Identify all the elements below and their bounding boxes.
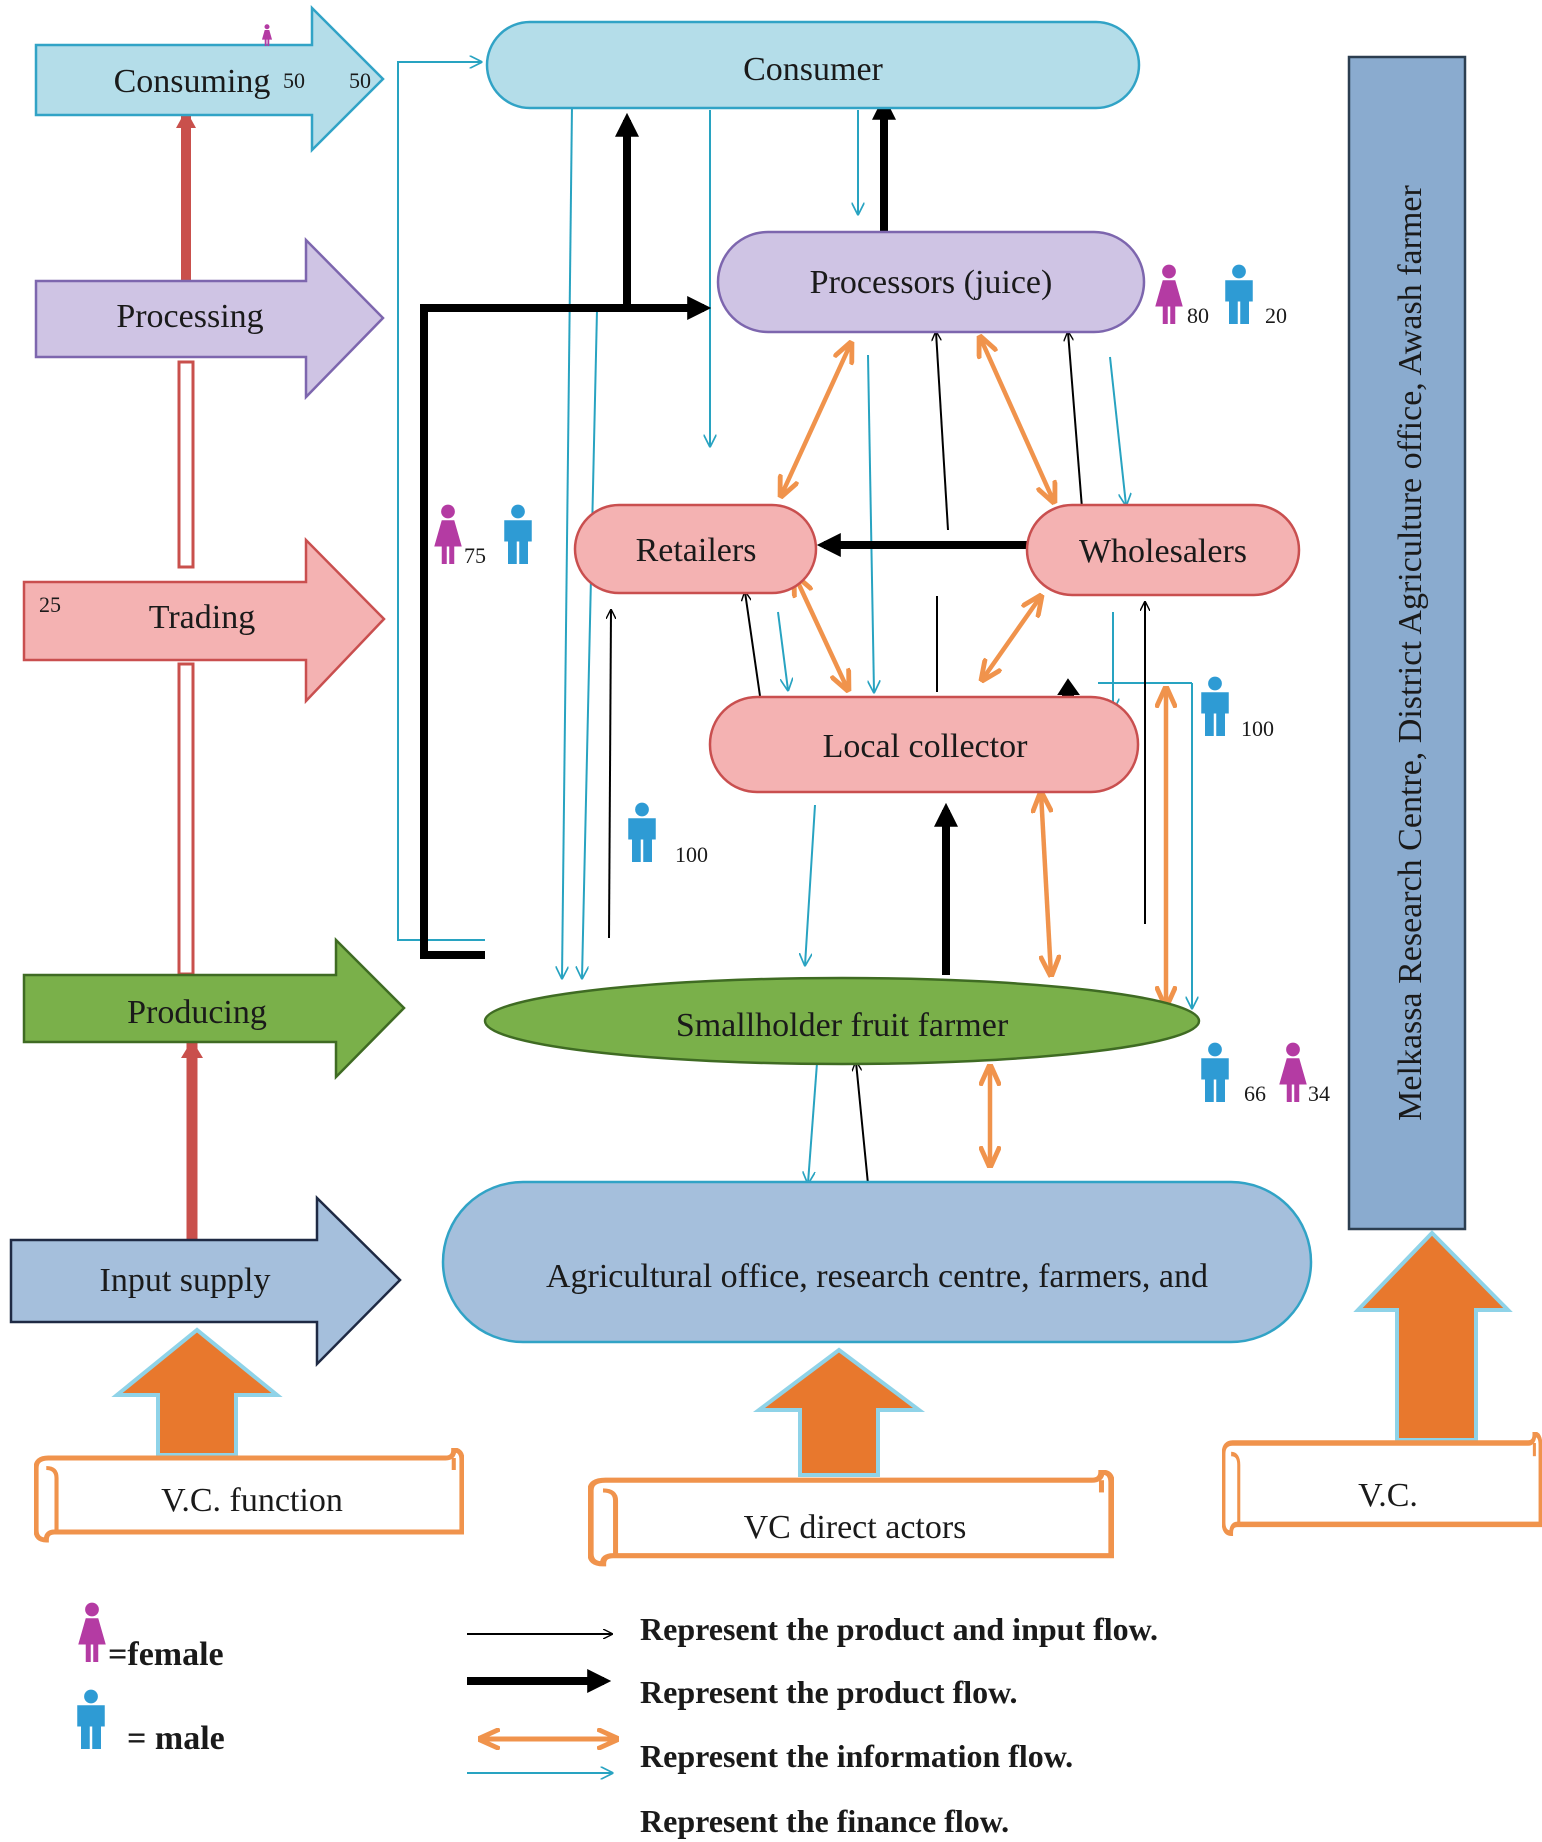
vc-function-label: V.C. function [161, 1482, 343, 1519]
consuming-female-share: 50 [283, 68, 305, 93]
wholesalers-male-share: 100 [1241, 716, 1274, 741]
legend-product-label: Represent the product flow. [640, 1674, 1017, 1710]
wholesalers-node [1025, 503, 1301, 597]
gender-shares: 80 20 75 100 100 66 34 [434, 264, 1330, 1106]
male-icon [77, 1689, 105, 1749]
female-icon [1155, 264, 1183, 324]
consuming-label: Consuming [114, 63, 271, 100]
link-input-producing-head [181, 1040, 203, 1058]
info-flow-wholesalers-collector [982, 596, 1041, 680]
finance-flow-retailers-collector [777, 611, 788, 690]
legend-product-input-label: Represent the product and input flow. [640, 1611, 1158, 1647]
vc-label: V.C. [1358, 1477, 1418, 1514]
processing-arrow [34, 236, 385, 401]
side-panel [1347, 55, 1467, 1231]
actor-nodes: Consumer Processors (juice) Retailers Wh… [441, 20, 1313, 1344]
vc-direct-actors-label: VC direct actors [744, 1509, 967, 1546]
male-icon [504, 504, 532, 564]
trading-female-share: 25 [39, 592, 61, 617]
info-flow-retailers-collector [795, 576, 848, 690]
processing-label: Processing [116, 298, 263, 335]
functions-column: Consuming Processing Trading Producing I… [9, 4, 406, 1368]
product-input-flow-to-processors [936, 332, 949, 531]
block-up-arrow [753, 1347, 925, 1477]
input-supply-label: Input supply [100, 1262, 271, 1299]
info-flow-processors-wholesalers [980, 337, 1054, 502]
block-up-arrow [111, 1327, 283, 1457]
local-collector-male-share: 100 [675, 842, 708, 867]
legend-finance-label: Represent the finance flow. [640, 1803, 1009, 1839]
female-icon [434, 504, 462, 564]
smallholder-female-share: 34 [1308, 1081, 1330, 1106]
product-input-flow-support-farmer [856, 1062, 869, 1185]
smallholder-node [483, 976, 1201, 1066]
information-flows [781, 337, 1166, 1166]
retailers-label: Retailers [636, 532, 757, 569]
finance-flow-farmer-support [808, 1062, 818, 1183]
male-icon [628, 802, 656, 862]
processors-label: Processors (juice) [810, 264, 1053, 301]
side-panel-label: Melkassa Research Centre, District Agric… [1392, 185, 1429, 1121]
male-icon [1201, 1042, 1229, 1102]
consuming-male-share: 50 [349, 68, 371, 93]
info-flow-collector-farmer [1041, 793, 1051, 975]
finance-flow-collector-farmer [805, 804, 816, 965]
producing-arrow [22, 936, 406, 1081]
finance-flow-processors-farmer [582, 309, 598, 978]
smallholder-male-share: 66 [1244, 1081, 1266, 1106]
support-institutions-panel: Melkassa Research Centre, District Agric… [1347, 55, 1467, 1231]
block-up-arrow [1353, 1230, 1513, 1442]
male-icon [1225, 264, 1253, 324]
finance-flow-processors-wholesalers [1109, 356, 1126, 505]
product-flow-collector-stub-head [1057, 678, 1080, 695]
producing-label: Producing [127, 994, 267, 1031]
finance-flow-consumer-loop [397, 62, 485, 941]
male-icon [1201, 676, 1229, 736]
finance-flow-processors-collector [867, 354, 874, 692]
link-producing-trading [177, 662, 195, 976]
female-icon [78, 1602, 106, 1662]
smallholder-label: Smallholder fruit farmer [676, 1007, 1009, 1044]
female-icon [261, 24, 273, 46]
legend-male-label: = male [127, 1720, 225, 1757]
support-node [441, 1180, 1313, 1344]
wholesalers-label: Wholesalers [1079, 533, 1247, 570]
consumer-node [485, 20, 1141, 110]
retailers-node [573, 503, 818, 595]
finance-flows [397, 62, 1192, 1183]
support-label: Agricultural office, research centre, fa… [546, 1258, 1208, 1295]
scroll-banners: V.C. function VC direct actors V.C. [36, 1434, 1540, 1564]
trading-arrow [22, 536, 386, 705]
finance-flow-consumer-farmer [562, 104, 573, 978]
product-input-flow-collector-retailers [745, 592, 761, 697]
product-input-flow-farmer-retailers [609, 610, 611, 939]
legend-information-label: Represent the information flow. [640, 1738, 1073, 1774]
product-flow-farmer-processors [420, 296, 712, 959]
link-processing-consuming-head [176, 110, 196, 128]
processors-female-share: 80 [1187, 303, 1209, 328]
legend-female-label: =female [108, 1636, 224, 1673]
processors-male-share: 20 [1265, 303, 1287, 328]
info-flow-processors-retailers [781, 343, 851, 496]
link-trading-processing [177, 360, 195, 569]
up-arrows [111, 1230, 1513, 1477]
consuming-arrow [34, 4, 385, 154]
local-collector-label: Local collector [823, 728, 1029, 765]
product-input-flow-wholesalers-processors [1068, 332, 1083, 509]
processors-node [716, 230, 1146, 334]
legend: =female = male Represent the product and… [77, 1602, 1158, 1839]
product-input-flows [609, 332, 1145, 1185]
input-supply-arrow [9, 1195, 402, 1368]
trading-label: Trading [149, 599, 255, 636]
local-collector-node [708, 695, 1140, 794]
consumer-label: Consumer [743, 51, 883, 88]
female-icon [1279, 1042, 1307, 1102]
retailers-female-share: 75 [464, 543, 486, 568]
